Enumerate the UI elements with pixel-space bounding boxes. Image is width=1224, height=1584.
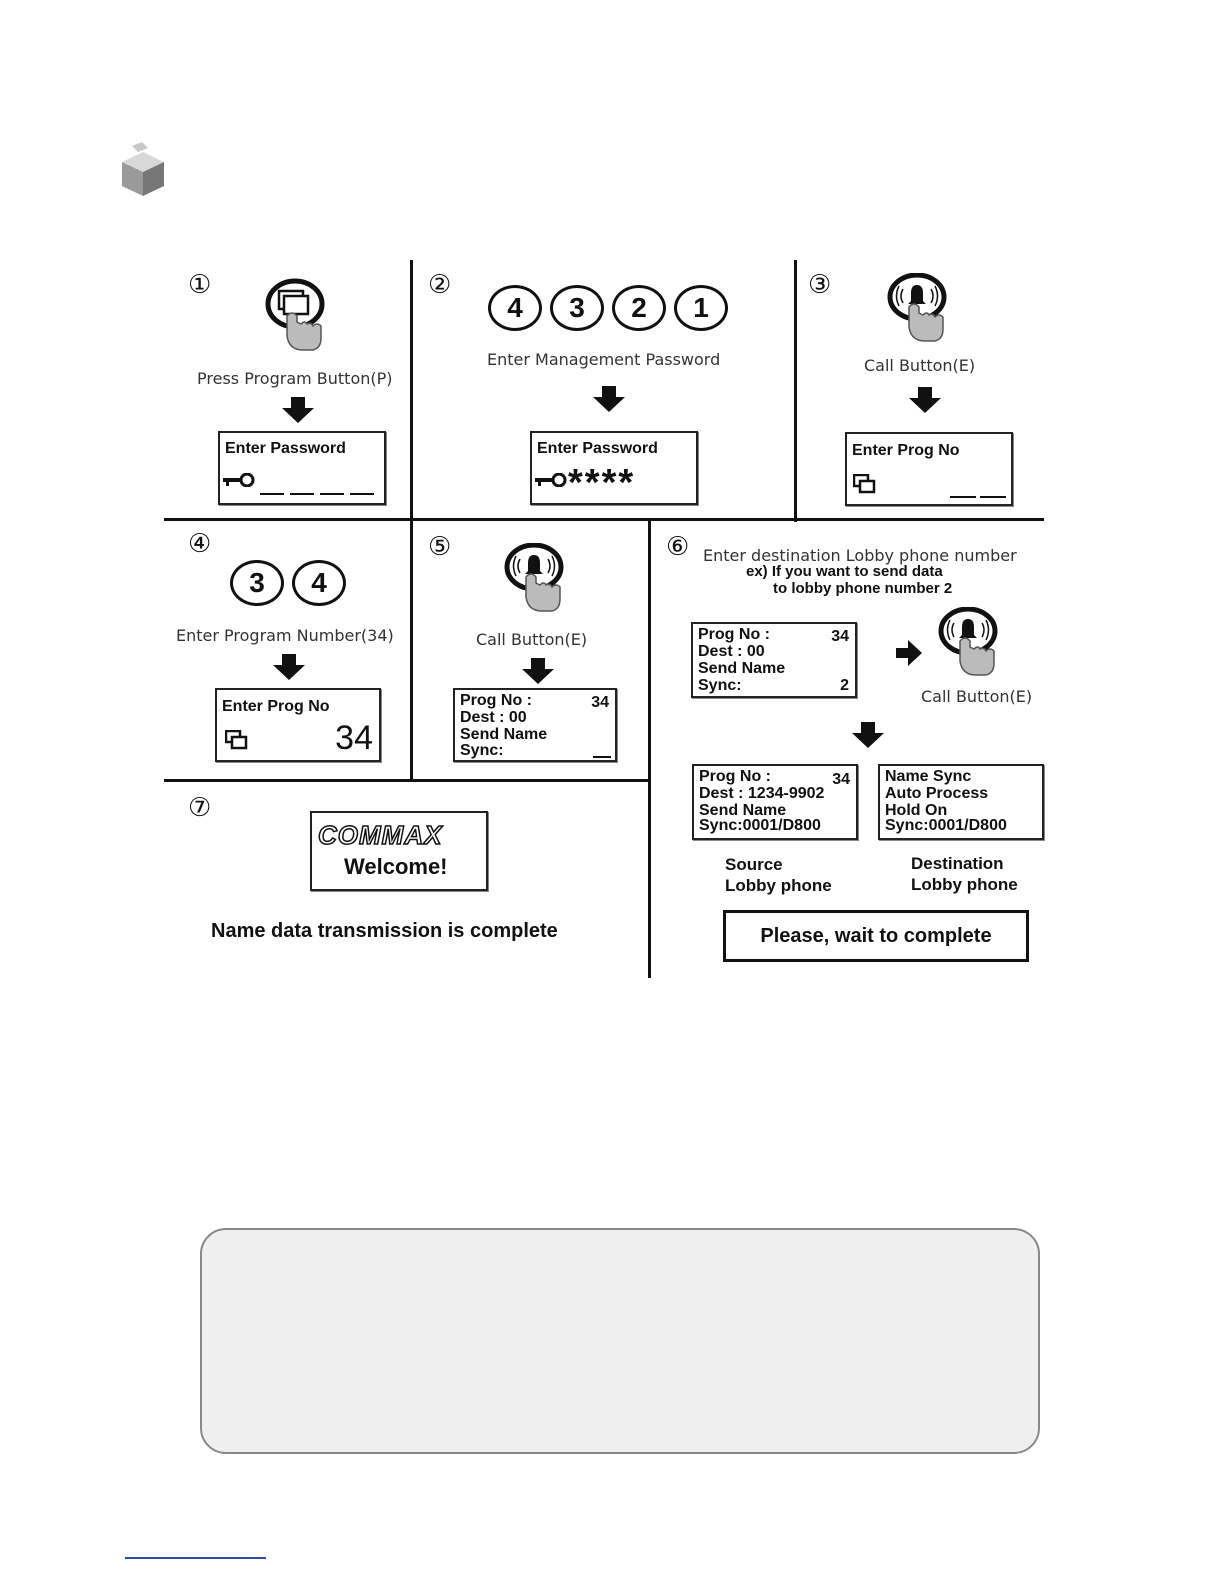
call-button-hand-icon [938, 607, 998, 676]
lcd-prog-value: 34 [831, 628, 849, 645]
step-caption: Enter Management Password [487, 350, 721, 369]
program-button-hand-icon [265, 278, 325, 351]
destination-lcd-display: Name Sync Auto Process Hold On Sync:0001… [878, 764, 1044, 840]
lcd-title: Enter Prog No [852, 442, 960, 459]
cube-icon [122, 142, 164, 196]
arrow-down-icon [593, 386, 625, 412]
lcd-line: Name Sync [885, 768, 972, 785]
digit-circle: 2 [612, 285, 666, 331]
arrow-down-icon [522, 658, 554, 684]
step-number: ⑥ [666, 532, 690, 562]
arrow-down-icon [273, 654, 305, 680]
step-number: ③ [808, 270, 832, 300]
step-caption: Call Button(E) [476, 630, 588, 649]
lcd-title: Enter Password [225, 440, 346, 457]
arrow-down-icon [852, 722, 884, 748]
lcd-display: Enter Prog No [845, 432, 1013, 506]
lcd-line: Prog No : [460, 692, 532, 709]
divider [648, 518, 651, 978]
arrow-down-icon [909, 387, 941, 413]
divider [164, 779, 651, 782]
wait-message-box: Please, wait to complete [723, 910, 1029, 962]
lcd-line: Sync:0001/D800 [699, 817, 821, 834]
source-lcd-display: Prog No : 34 Dest : 1234-9902 Send Name … [692, 764, 858, 840]
password-blanks [260, 493, 378, 495]
lcd-line: Dest : 00 [460, 709, 527, 726]
step-number: ⑤ [428, 532, 452, 562]
lcd-line: Send Name [698, 660, 786, 677]
lcd-display: Prog No : 34 Dest : 00 Send Name Sync: 2 [691, 622, 857, 698]
program-icon [853, 474, 876, 494]
step-caption: Enter destination Lobby phone number [703, 546, 1017, 565]
divider [410, 518, 413, 782]
digit-circle: 1 [674, 285, 728, 331]
lcd-line: Auto Process [885, 785, 989, 802]
lcd-prog-value: 34 [591, 694, 609, 711]
lcd-line: Send Name [699, 802, 787, 819]
digit-circle: 3 [230, 560, 284, 606]
digit-circle: 4 [292, 560, 346, 606]
completion-caption: Name data transmission is complete [211, 920, 558, 942]
lcd-line: Dest : 00 [698, 643, 765, 660]
password-mask: **** [568, 462, 636, 504]
lcd-title: Enter Password [537, 440, 658, 457]
example-line-2: to lobby phone number 2 [773, 580, 953, 597]
lcd-sync-value: 2 [840, 677, 849, 694]
footer-rule [125, 1557, 266, 1559]
step-caption: Call Button(E) [864, 356, 976, 375]
source-label: Lobby phone [725, 876, 832, 895]
divider [410, 260, 413, 522]
lcd-display: Enter Prog No 34 [215, 688, 381, 762]
welcome-display: COMMAX Welcome! [310, 811, 488, 891]
digit-circle: 4 [488, 285, 542, 331]
lcd-line: Sync: [698, 677, 742, 694]
step-caption: Enter Program Number(34) [176, 626, 394, 645]
lcd-title: Enter Prog No [222, 698, 330, 715]
destination-label: Destination [911, 854, 1004, 873]
step-number: ① [188, 270, 212, 300]
key-icon [223, 473, 255, 487]
example-line-1: ex) If you want to send data [746, 563, 943, 580]
call-button-hand-icon [504, 543, 564, 612]
lcd-line: Hold On [885, 802, 948, 819]
lcd-line: Dest : 1234-9902 [699, 785, 825, 802]
lcd-prog-value: 34 [832, 771, 850, 788]
call-caption: Call Button(E) [921, 687, 1033, 706]
program-icon [225, 730, 248, 750]
lcd-display: Enter Password **** [530, 431, 698, 505]
key-icon [535, 473, 567, 487]
destination-label: Lobby phone [911, 875, 1018, 894]
arrow-right-icon [896, 640, 922, 666]
lcd-line: Sync: [460, 742, 504, 759]
sync-blank [593, 756, 611, 758]
step-caption: Press Program Button(P) [197, 369, 393, 388]
step-number: ② [428, 270, 452, 300]
lcd-line: Prog No : [698, 626, 770, 643]
prog-number-value: 34 [335, 719, 373, 757]
lcd-display: Prog No : 34 Dest : 00 Send Name Sync: [453, 688, 617, 762]
divider [164, 518, 1044, 521]
commax-logo: COMMAX [317, 820, 443, 850]
arrow-down-icon [282, 397, 314, 423]
lcd-line: Sync:0001/D800 [885, 817, 1007, 834]
prog-blanks [950, 496, 1006, 498]
lcd-line: Prog No : [699, 768, 771, 785]
lcd-line: Send Name [460, 726, 548, 743]
step-number: ⑦ [188, 793, 212, 823]
digit-circle: 3 [550, 285, 604, 331]
divider [794, 260, 797, 522]
step-number: ④ [188, 529, 212, 559]
call-button-hand-icon [887, 273, 947, 342]
welcome-text: Welcome! [344, 854, 448, 879]
source-label: Source [725, 855, 783, 874]
lcd-display: Enter Password [218, 431, 386, 505]
note-box [200, 1228, 1040, 1454]
